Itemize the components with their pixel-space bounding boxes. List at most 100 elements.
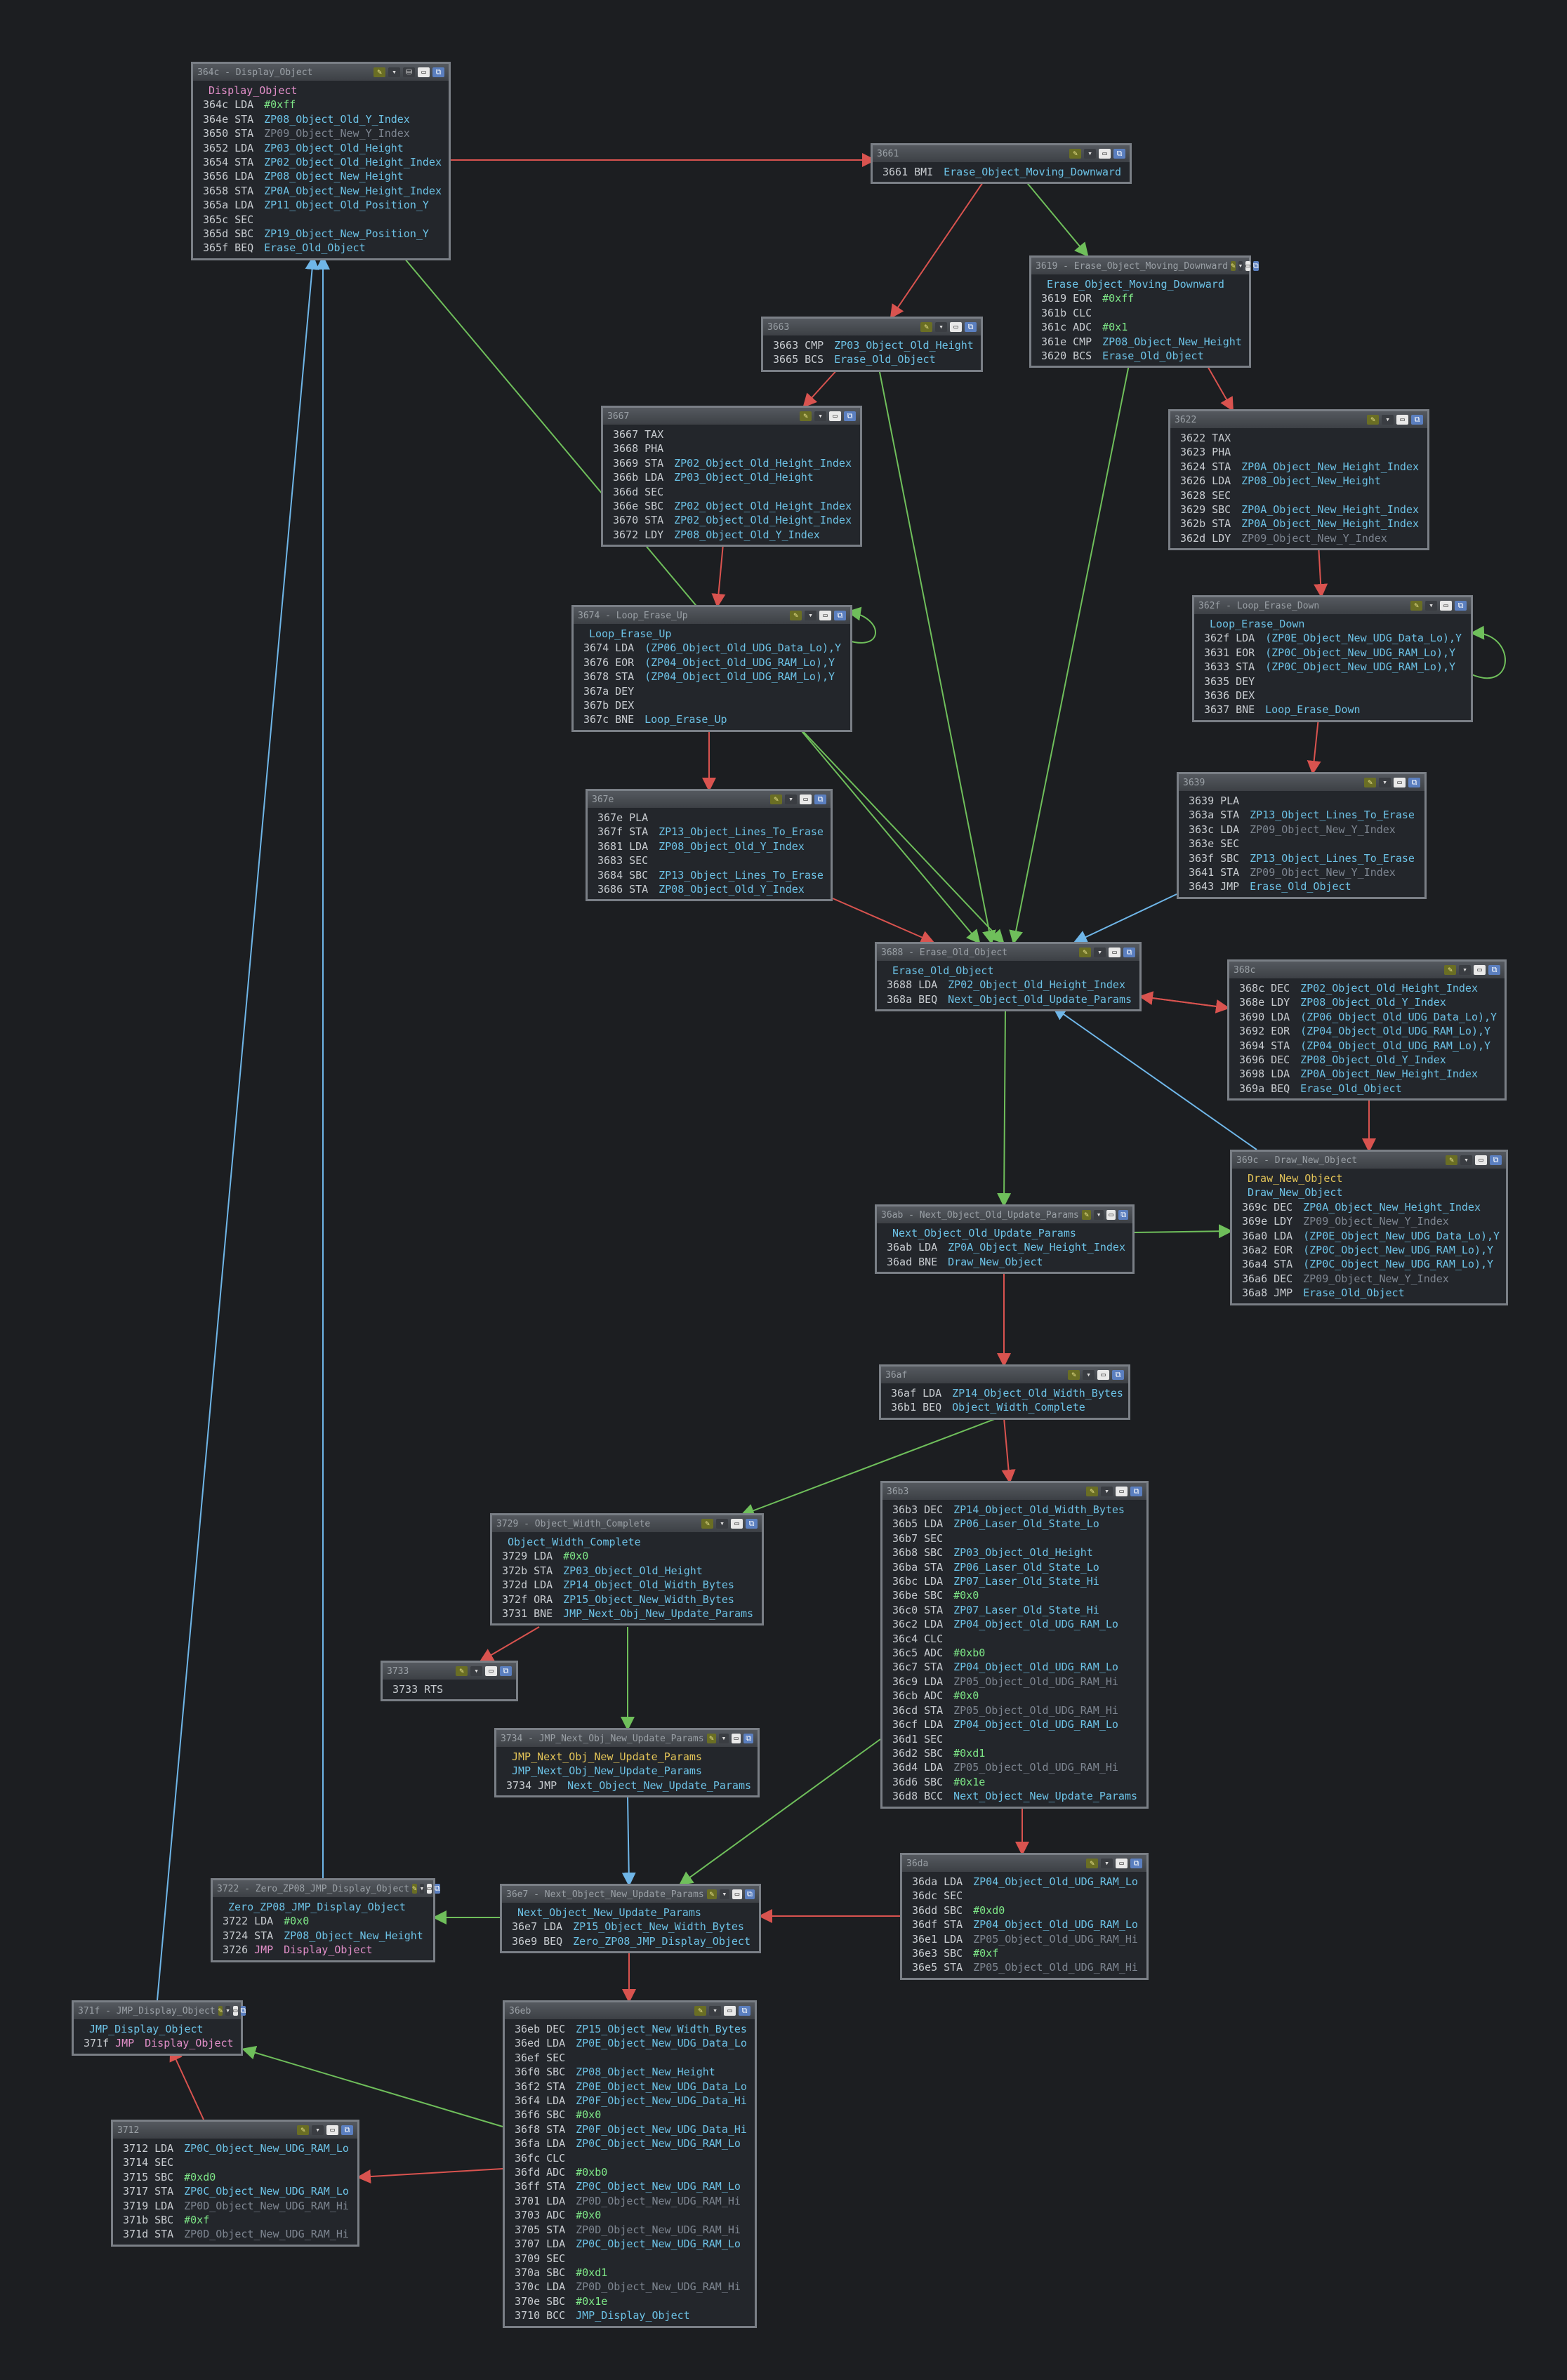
operand[interactable]: #0xd1 (576, 2266, 608, 2279)
operand[interactable]: ZP13_Object_Lines_To_Erase (659, 825, 824, 839)
chevron-down-icon[interactable]: ▾ (1460, 1155, 1472, 1165)
edit-icon[interactable]: ✎ (706, 1889, 717, 1899)
close-icon[interactable]: ⧉ (1252, 261, 1259, 271)
operand[interactable]: #0x0 (953, 1589, 979, 1602)
operand[interactable]: ZP0C_Object_New_UDG_RAM_Lo (184, 2185, 349, 2198)
operand[interactable]: ZP02_Object_Old_Height_Index (674, 456, 852, 470)
code-block-node[interactable]: 36e7 - Next_Object_New_Update_Params✎▾▭⧉… (500, 1884, 761, 1954)
operand[interactable]: #0xb0 (953, 1647, 986, 1660)
close-icon[interactable]: ⧉ (1488, 965, 1500, 975)
edit-icon[interactable]: ✎ (1230, 261, 1236, 271)
operand[interactable]: ZP03_Object_Old_Height (953, 1546, 1093, 1560)
operand[interactable]: ZP0A_Object_New_Height_Index (1300, 1068, 1478, 1081)
operand[interactable]: (ZP0C_Object_New_UDG_RAM_Lo),Y (1303, 1244, 1494, 1257)
node-title-bar[interactable]: 3667✎▾▭⧉ (603, 408, 860, 425)
code-block-node[interactable]: 3688 - Erase_Old_Object✎▾▭⧉Erase_Old_Obj… (875, 942, 1142, 1012)
operand[interactable]: ZP14_Object_Old_Width_Bytes (563, 1578, 734, 1592)
node-title-bar[interactable]: 3619 - Erase_Object_Moving_Downward✎▾▭⧉ (1031, 258, 1259, 274)
window-icon[interactable]: ▭ (1394, 778, 1406, 787)
operand[interactable]: ZP0A_Object_New_Height_Index (1241, 460, 1419, 473)
close-icon[interactable]: ⧉ (341, 2125, 353, 2135)
operand[interactable]: ZP04_Object_Old_UDG_RAM_Lo (953, 1661, 1118, 1674)
operand[interactable]: ZP0D_Object_New_UDG_RAM_Hi (184, 2199, 349, 2212)
operand[interactable]: Object_Width_Complete (952, 1401, 1085, 1414)
operand[interactable]: ZP08_Object_Old_Y_Index (1300, 996, 1446, 1009)
operand[interactable]: Next_Object_New_Update_Params (953, 1790, 1138, 1803)
close-icon[interactable]: ⧉ (434, 1884, 440, 1894)
operand[interactable]: #0x1 (1102, 321, 1128, 334)
operand[interactable]: ZP08_Object_Old_Y_Index (659, 883, 805, 896)
window-icon[interactable]: ▭ (1099, 149, 1111, 159)
operand[interactable]: Loop_Erase_Down (1265, 703, 1361, 717)
operand[interactable]: ZP05_Object_Old_UDG_RAM_Hi (973, 1932, 1138, 1946)
operand[interactable]: ZP02_Object_Old_Height_Index (1300, 982, 1478, 995)
operand[interactable]: Erase_Old_Object (834, 353, 936, 366)
edit-icon[interactable]: ✎ (1086, 1859, 1098, 1868)
operand[interactable]: Draw_New_Object (948, 1255, 1043, 1268)
chevron-down-icon[interactable]: ▾ (935, 322, 947, 332)
window-icon[interactable]: ▭ (1109, 948, 1120, 957)
close-icon[interactable]: ⧉ (500, 1666, 512, 1676)
chevron-down-icon[interactable]: ▾ (1101, 1487, 1113, 1496)
operand[interactable]: ZP05_Object_Old_UDG_RAM_Hi (953, 1675, 1118, 1688)
operand[interactable]: ZP0F_Object_New_UDG_Data_Hi (576, 2094, 747, 2108)
node-title-bar[interactable]: 36da✎▾▭⧉ (902, 1855, 1146, 1872)
close-icon[interactable]: ⧉ (743, 1734, 753, 1743)
operand[interactable]: ZP08_Object_Old_Y_Index (674, 528, 820, 541)
operand[interactable]: Erase_Old_Object (264, 241, 366, 255)
node-title-bar[interactable]: 364c - Display_Object✎▾⛁▭⧉ (193, 64, 449, 81)
operand[interactable]: ZP0C_Object_New_UDG_RAM_Lo (576, 2137, 741, 2150)
operand[interactable]: Next_Object_New_Update_Params (567, 1779, 752, 1792)
close-icon[interactable]: ⧉ (814, 795, 826, 804)
window-icon[interactable]: ▭ (731, 1519, 743, 1529)
